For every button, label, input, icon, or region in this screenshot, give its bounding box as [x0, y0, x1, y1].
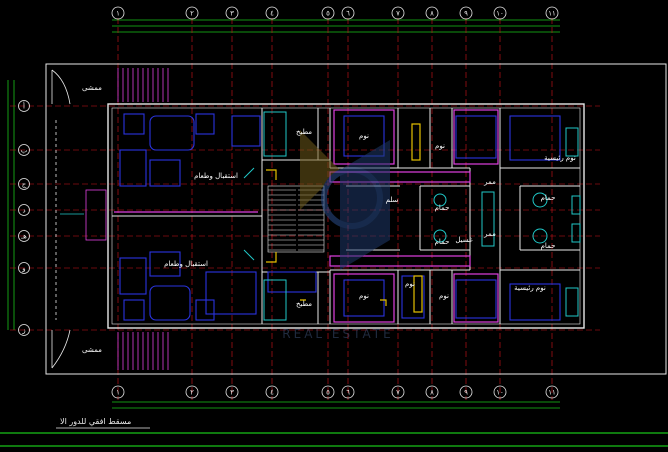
axis-bubble-label: ١٠	[496, 389, 504, 397]
room-label-corridor-2: ممر	[483, 230, 496, 238]
axis-bubble-label: و	[21, 265, 25, 273]
axis-bubble-top-2: ٢	[185, 6, 199, 20]
drawing-title: مسقط افقي للدور الا	[60, 417, 131, 426]
axis-bubble-label: ١٠	[496, 10, 504, 18]
room-label-bed-3: نوم	[359, 292, 369, 300]
axis-bubble-label: ج	[22, 181, 27, 189]
axis-bubble-bottom-6: ٦	[341, 385, 355, 399]
axis-bubble-label: ٨	[430, 10, 434, 18]
grid-axes	[10, 18, 600, 400]
axis-bubble-label: ٣	[230, 10, 234, 18]
room-label-kitchen-top: مطبخ	[296, 128, 312, 136]
fixtures	[243, 111, 581, 321]
site-boundary	[45, 63, 667, 375]
axis-bubble-bottom-9: ٩	[459, 385, 473, 399]
axis-bubble-label: ٦	[346, 389, 350, 397]
room-label-bed-4: نوم	[405, 280, 415, 288]
room-labels: استقبال وطعام استقبال وطعام مطبخ مطبخ نو…	[82, 84, 576, 354]
axis-bubble-bottom-11: ١١	[545, 385, 559, 399]
axis-bubble-label: ١	[116, 389, 120, 397]
watermark-logo: REAL ESTATE	[282, 130, 393, 341]
axis-bubble-label: أ	[23, 102, 25, 111]
axis-bubble-bottom-3: ٣	[225, 385, 239, 399]
axis-bubbles-left: أ ب ج د هـ و ز	[18, 100, 30, 336]
axis-bubble-label: ٩	[464, 10, 468, 18]
axis-bubbles-bottom: ١ ٢ ٣ ٤ ٥ ٦ ٧ ٨ ٩ ١٠ ١١	[111, 385, 559, 399]
room-label-living-bottom: استقبال وطعام	[164, 260, 208, 268]
axis-bubble-left-7: ز	[18, 324, 30, 336]
axis-bubble-top-5: ٥	[321, 6, 335, 20]
axis-bubble-label: ب	[21, 147, 28, 155]
axis-bubble-label: ٤	[270, 389, 274, 397]
axis-bubble-label: د	[22, 207, 25, 215]
stair	[267, 185, 325, 253]
room-label-laundry: غسيل	[455, 236, 473, 244]
axis-bubble-left-4: د	[18, 204, 30, 216]
room-label-bed-1: نوم	[359, 132, 369, 140]
axis-bubble-bottom-7: ٧	[391, 385, 405, 399]
axis-bubble-top-9: ٩	[459, 6, 473, 20]
room-label-bed-2: نوم	[435, 142, 445, 150]
room-label-terrace-top: ممشى	[82, 84, 102, 92]
axis-bubble-bottom-2: ٢	[185, 385, 199, 399]
axis-bubble-label: ١١	[548, 389, 556, 397]
axis-bubble-bottom-5: ٥	[321, 385, 335, 399]
room-label-bath-1: حمام	[435, 204, 450, 212]
axis-bubble-left-5: هـ	[18, 230, 30, 242]
axis-bubble-top-3: ٣	[225, 6, 239, 20]
axis-bubble-top-10: ١٠	[493, 6, 507, 20]
axis-bubble-label: ٥	[326, 389, 330, 397]
axis-bubbles-top: ١ ٢ ٣ ٤ ٥ ٦ ٧ ٨ ٩ ١٠ ١١	[111, 6, 559, 20]
axis-bubble-label: ٢	[190, 10, 194, 18]
column-accents	[266, 123, 423, 313]
room-label-kitchen-bottom: مطبخ	[296, 300, 312, 308]
room-label-master-top: نوم رئيسية	[544, 154, 576, 162]
furniture	[119, 113, 561, 321]
axis-bubble-left-6: و	[18, 262, 30, 274]
dimension-lines	[0, 19, 668, 447]
axis-bubble-label: ٣	[230, 389, 234, 397]
axis-bubble-label: ١	[116, 10, 120, 18]
axis-bubble-label: ٦	[346, 10, 350, 18]
axis-bubble-left-3: ج	[18, 178, 30, 190]
axis-bubble-top-8: ٨	[425, 6, 439, 20]
axis-bubble-label: ٢	[190, 389, 194, 397]
room-label-bath-2: حمام	[435, 238, 450, 246]
axis-bubble-label: ٤	[270, 10, 274, 18]
axis-bubble-label: ٧	[396, 10, 400, 18]
room-label-terrace-bottom: ممشى	[82, 346, 102, 354]
axis-bubble-label: ١١	[548, 10, 556, 18]
axis-bubble-bottom-10: ١٠	[493, 385, 507, 399]
axis-bubble-left-2: ب	[18, 144, 30, 156]
axis-bubble-top-11: ١١	[545, 6, 559, 20]
axis-bubble-label: ز	[21, 327, 25, 335]
axis-bubble-label: ٩	[464, 389, 468, 397]
room-label-bath-4: حمام	[541, 242, 556, 250]
room-label-bath-3: حمام	[541, 194, 556, 202]
room-label-master-bottom: نوم رئيسية	[514, 284, 546, 292]
watermark-text: REAL ESTATE	[282, 327, 393, 341]
axis-bubble-label: ٥	[326, 10, 330, 18]
axis-bubble-bottom-8: ٨	[425, 385, 439, 399]
axis-bubble-top-1: ١	[111, 6, 125, 20]
axis-bubble-label: هـ	[20, 233, 27, 241]
room-label-bed-5: نوم	[439, 292, 449, 300]
axis-bubble-left-1: أ	[18, 100, 30, 112]
left-balconies	[51, 69, 107, 369]
terrace-hatching	[117, 68, 169, 370]
axis-bubble-top-7: ٧	[391, 6, 405, 20]
axis-bubble-label: ٧	[396, 389, 400, 397]
room-label-living-top: استقبال وطعام	[194, 172, 238, 180]
axis-bubble-bottom-1: ١	[111, 385, 125, 399]
axis-bubble-bottom-4: ٤	[265, 385, 279, 399]
axis-bubble-top-4: ٤	[265, 6, 279, 20]
room-label-stairs: سلم	[386, 196, 399, 204]
axis-bubble-label: ٨	[430, 389, 434, 397]
axis-bubble-top-6: ٦	[341, 6, 355, 20]
room-label-corridor-1: ممر	[483, 178, 496, 186]
